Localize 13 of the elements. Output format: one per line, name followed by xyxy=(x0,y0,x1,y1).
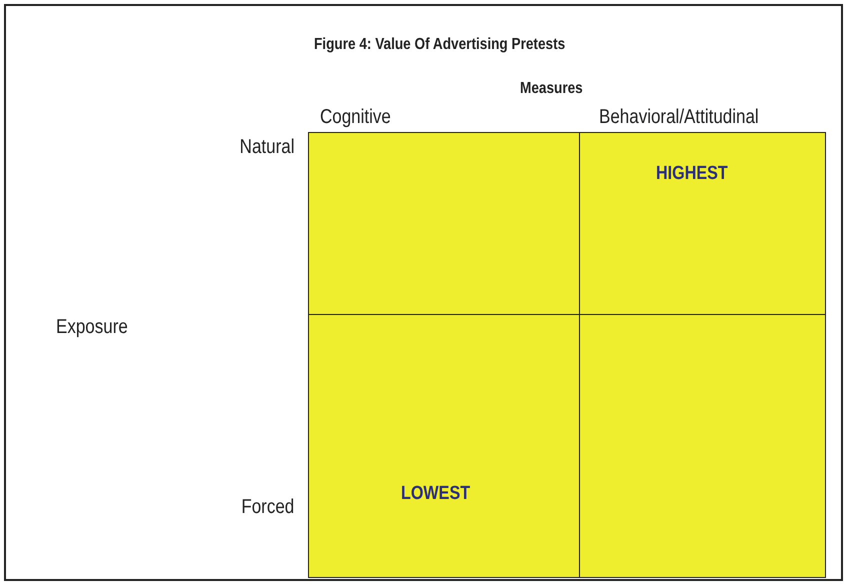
figure-title: Figure 4: Value Of Advertising Pretests xyxy=(314,36,566,54)
column-header: Cognitive xyxy=(320,106,391,129)
axis-heading: Measures xyxy=(520,80,583,98)
row-header: Natural xyxy=(239,136,294,159)
column-header: Behavioral/Attitudinal xyxy=(599,106,759,129)
rating-label: HIGHEST xyxy=(656,163,728,185)
matrix-quadrant xyxy=(308,314,580,578)
axis-heading: Exposure xyxy=(56,316,128,339)
matrix-cell xyxy=(308,132,580,315)
matrix-cell xyxy=(579,314,826,578)
matrix-quadrant xyxy=(579,132,826,315)
rating-label: LOWEST xyxy=(401,483,470,505)
row-header: Forced xyxy=(241,496,294,519)
